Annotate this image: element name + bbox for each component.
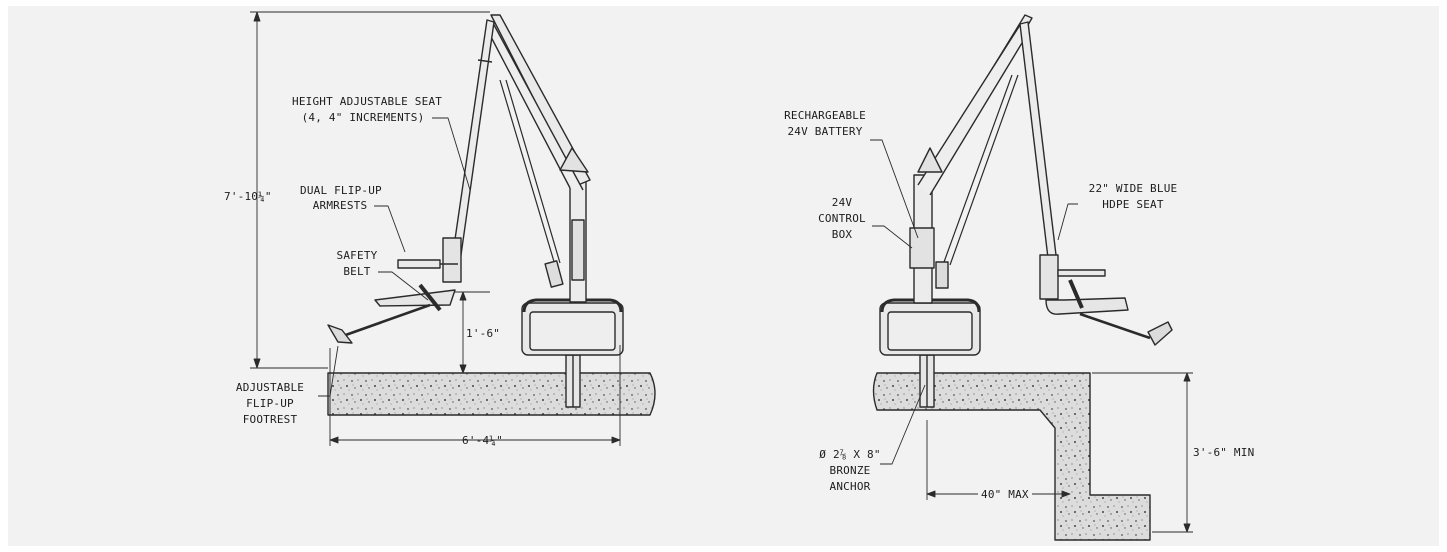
label-bronze: BRONZE: [829, 464, 871, 477]
label-hdpe-seat: HDPE SEAT: [1102, 198, 1164, 211]
left-deck: [327, 372, 656, 416]
label-height-adjustable-seat: HEIGHT ADJUSTABLE SEAT: [292, 95, 443, 108]
label-armrests: ARMRESTS: [312, 199, 368, 212]
label-max-reach: 40" MAX: [978, 488, 1032, 502]
label-flipup: FLIP-UP: [246, 397, 294, 410]
right-deck: [872, 372, 1151, 541]
label-footrest: FOOTREST: [242, 413, 298, 426]
label-anchor-size: Ø 2⅞ X 8": [819, 448, 881, 461]
left-view: [250, 11, 656, 446]
control-box: [909, 227, 935, 269]
label-overall-reach: 6'-4¼": [462, 434, 503, 447]
label-control: CONTROL: [818, 212, 866, 225]
label-min-depth: 3'-6" MIN: [1193, 446, 1255, 459]
right-footrest: [1079, 312, 1151, 340]
left-leaders: [318, 117, 471, 397]
right-dimensions: [926, 372, 1193, 533]
label-anchor: ANCHOR: [829, 480, 871, 493]
left-seat: [374, 289, 456, 307]
label-rechargeable: RECHARGEABLE: [784, 109, 866, 122]
drawing-panel: [8, 6, 1439, 546]
label-24v-battery: 24V BATTERY: [787, 125, 863, 138]
label-box: BOX: [831, 228, 853, 241]
battery: [935, 261, 949, 289]
right-view: [870, 14, 1193, 541]
label-belt: BELT: [343, 265, 371, 278]
label-adjustable: ADJUSTABLE: [235, 381, 305, 394]
label-safety: SAFETY: [336, 249, 378, 262]
label-seat-height: 1'-6": [466, 327, 501, 340]
right-seat: [1045, 297, 1129, 315]
label-dual-flipup: DUAL FLIP-UP: [300, 184, 382, 197]
left-gusset: [559, 147, 589, 173]
left-actuator: [499, 79, 561, 266]
left-footrest: [339, 303, 431, 339]
right-leaders: [870, 139, 1078, 465]
label-22-wide-blue: 22" WIDE BLUE: [1088, 182, 1178, 195]
label-overall-height: 7'-10¼": [224, 190, 272, 203]
label-24v: 24V: [831, 196, 853, 209]
right-actuator: [943, 74, 1019, 266]
right-gusset: [917, 147, 943, 173]
label-seat-increments: (4, 4" INCREMENTS): [301, 111, 425, 124]
right-seat-post: [1019, 21, 1057, 259]
left-seat-post: [451, 19, 495, 263]
left-dimensions: [250, 11, 621, 446]
